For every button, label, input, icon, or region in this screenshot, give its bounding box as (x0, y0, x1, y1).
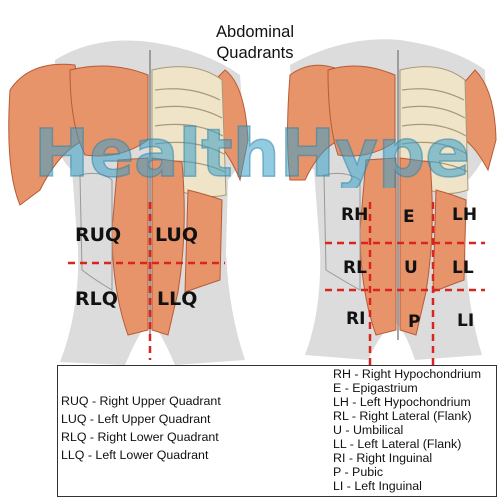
torso-regions-illustration (287, 39, 497, 365)
torso-quadrants-illustration (8, 40, 249, 365)
label-ri: RI (346, 309, 366, 329)
label-ruq: RUQ (75, 224, 122, 246)
legend-region-ll: LL - Left Lateral (Flank) (333, 437, 462, 451)
legend-region-ri: RI - Right Inguinal (333, 451, 433, 465)
legend-region-lh: LH - Left Hypochondrium (333, 395, 471, 409)
legend-region-rl: RL - Right Lateral (Flank) (333, 409, 472, 423)
legend-quadrant-luq: LUQ - Left Upper Quadrant (61, 412, 211, 426)
label-llq: LLQ (157, 288, 198, 310)
label-u: U (404, 258, 418, 278)
healthhype-watermark: HealthHype (33, 118, 470, 188)
legend-box: RUQ - Right Upper Quadrant LUQ - Left Up… (57, 365, 497, 497)
label-li: LI (457, 311, 475, 331)
legend-region-p: P - Pubic (333, 465, 384, 479)
title-line-2: Quadrants (216, 44, 294, 62)
label-rh: RH (341, 205, 369, 225)
legend-quadrant-ruq: RUQ - Right Upper Quadrant (61, 394, 221, 408)
legend-region-li: LI - Left Inguinal (333, 479, 422, 493)
label-luq: LUQ (155, 224, 199, 246)
legend-region-u: U - Umbilical (333, 423, 404, 437)
title-line-1: Abdominal (216, 23, 294, 41)
label-ll: LL (452, 258, 474, 278)
label-rlq: RLQ (75, 288, 118, 310)
legend-quadrant-llq: LLQ - Left Lower Quadrant (61, 448, 209, 462)
label-lh: LH (452, 205, 478, 225)
label-e: E (403, 207, 415, 227)
label-rl: RL (343, 258, 367, 278)
legend-region-rh: RH - Right Hypochondrium (333, 367, 482, 381)
label-p: P (408, 312, 421, 332)
watermark-text: HealthHype (34, 118, 470, 188)
legend-quadrant-rlq: RLQ - Right Lower Quadrant (61, 430, 219, 444)
legend-region-e: E - Epigastrium (333, 381, 418, 395)
diagram-title: Abdominal Quadrants (180, 22, 330, 64)
